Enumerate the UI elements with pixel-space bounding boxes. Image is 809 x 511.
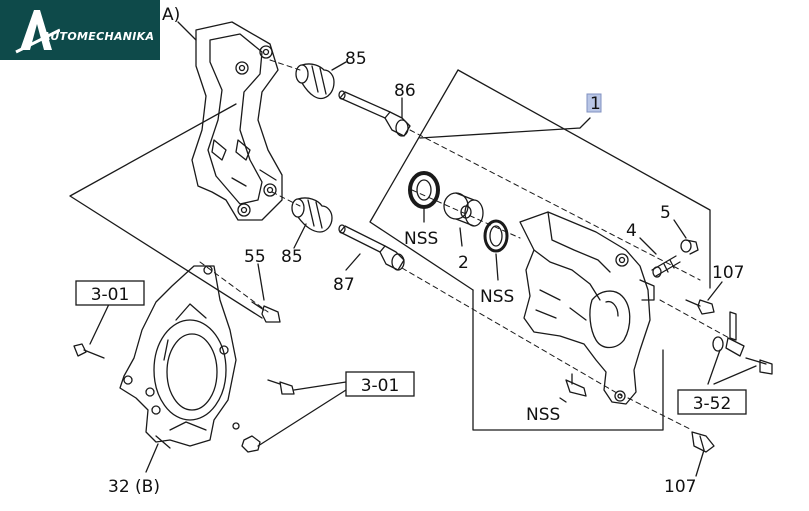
label-107-lower: 107 [664,477,696,497]
label-2: 2 [458,253,469,273]
label-86: 86 [394,81,416,101]
bleeder-screw-4 [651,255,681,278]
leader-5 [673,219,687,239]
label-4: 4 [626,221,637,241]
piston-seal [408,171,440,209]
leader-32 [145,443,159,473]
label-55: 55 [244,247,266,267]
leader-3-52 [707,349,757,385]
label-nss-bleeder: NSS [526,405,560,425]
ref-3-01-left: 3-01 [91,285,130,305]
logo-text: AUTOMECHANIKA [42,30,155,43]
piston-2 [443,192,484,227]
bolt-knuckle-left [73,343,105,359]
leader-bracket-A [177,21,197,41]
assembly-outline [457,69,711,431]
boot-85-upper [295,63,335,100]
brake-hose-fitting [712,311,773,375]
nut-knuckle [241,435,261,453]
leader-3-01-left [89,301,111,345]
label-nss-boot: NSS [480,287,514,307]
label-5: 5 [660,203,671,223]
ref-3-52: 3-52 [693,394,732,414]
ref-box-3-01-right [345,371,415,397]
piston-boot [483,219,509,253]
leader-p85b [293,223,307,249]
label-87: 87 [333,275,355,295]
assembly-bracket-diag [369,69,474,291]
bolt-knuckle-right [267,379,295,395]
centerline-lower [271,191,301,207]
leader-nss-bleeder [559,397,567,403]
leader-nss-boot [495,253,499,281]
leader-p85a [331,61,347,71]
leader-p2 [459,227,463,247]
leader-long-diag [69,103,263,319]
centerline-bolt-107 [627,397,693,431]
watermark-logo: AUTOMECHANIKA [0,0,160,60]
label-85-upper: 85 [345,49,367,69]
leader-3-01-right [257,381,347,447]
leader-107-lower [695,449,705,477]
bolt-55 [251,301,281,323]
guide-pin-86 [338,90,411,137]
ref-3-01-right: 3-01 [361,376,400,396]
steering-knuckle [119,265,240,449]
ref-box-3-52 [677,389,747,415]
label-107-upper: 107 [712,263,744,283]
bolt-107-upper [685,299,715,315]
caliper-body [519,211,655,405]
leader-4 [639,237,657,255]
boot-85-lower [291,197,333,233]
label-32B: 32 (B) [108,477,160,497]
centerline-pin-lower [401,267,623,397]
centerline-right [659,299,741,345]
leader-107-upper [707,281,723,301]
part-1-badge [586,93,602,113]
guide-pin-87 [338,224,405,271]
logo-mark-icon [15,10,60,54]
assembly-leader-1 [419,117,591,139]
leader-p87 [345,253,361,271]
label-85-lower: 85 [281,247,303,267]
leader-55 [257,263,265,301]
centerline-bolt-55 [199,261,269,313]
bleeder-cap-5 [680,239,699,255]
centerline-pin-upper [409,129,701,281]
nss-small-part [565,373,587,397]
label-bracket-A: A) [162,5,180,25]
centerline-upper [269,59,301,71]
ref-box-3-01-left [75,280,145,306]
bolt-107-lower [691,431,715,453]
support-bracket [191,21,283,221]
label-nss-seal: NSS [404,229,438,249]
label-1: 1 [590,94,601,114]
